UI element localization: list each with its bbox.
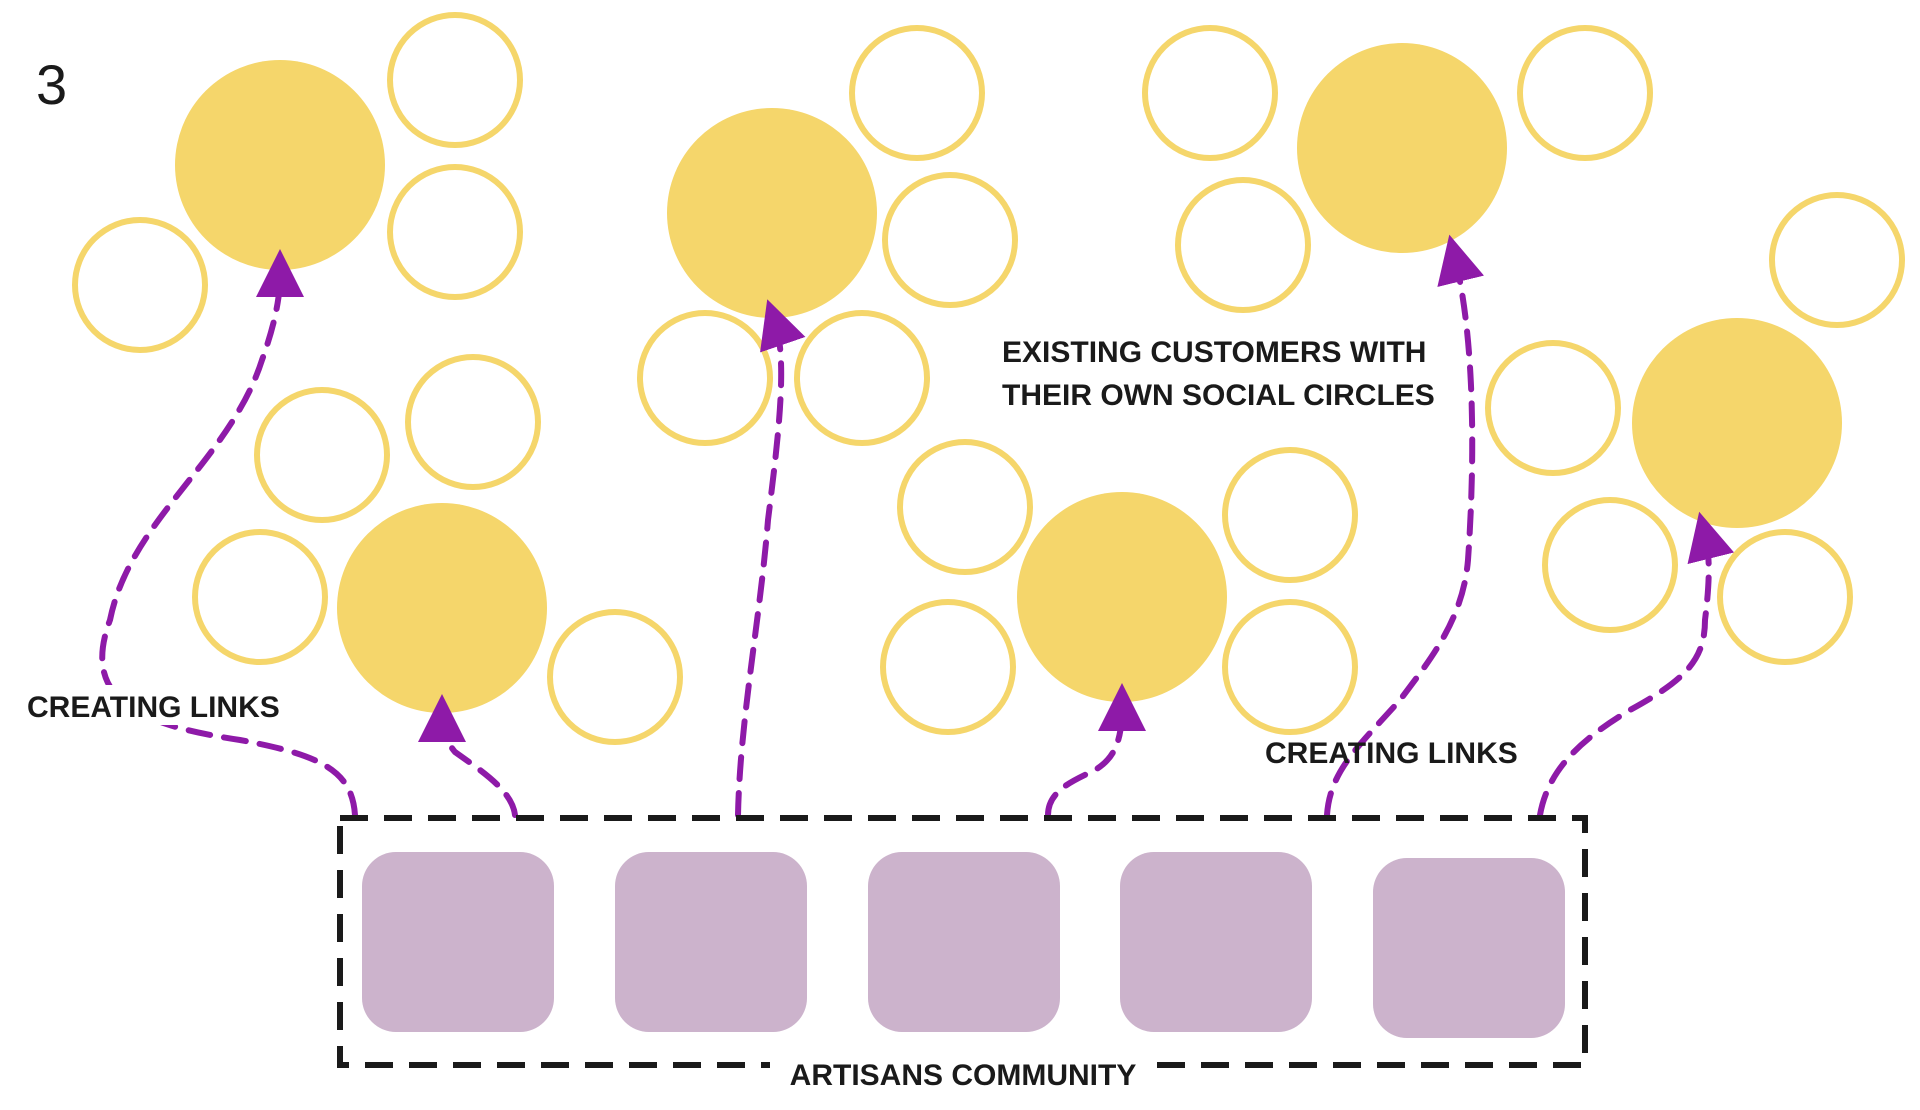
contact-circle xyxy=(882,172,1018,308)
artisan-box xyxy=(362,852,554,1032)
artisans-community xyxy=(337,815,1588,1068)
contact-circle xyxy=(1175,177,1311,313)
contact-circle xyxy=(547,609,683,745)
artisan-box xyxy=(868,852,1060,1032)
contact-circle xyxy=(192,529,328,665)
artisans-community-label-backing xyxy=(770,1048,1150,1088)
contact-circle xyxy=(794,310,930,446)
contact-circle xyxy=(1142,25,1278,161)
social-circle-group-1 xyxy=(72,12,523,353)
artisan-box xyxy=(1120,852,1312,1032)
customer-circle xyxy=(175,60,385,270)
creating-links-left-label: CREATING LINKS xyxy=(27,691,280,724)
contact-circle xyxy=(254,387,390,523)
link-arrow xyxy=(735,299,806,818)
link-arrow xyxy=(1537,511,1735,818)
link-arrow xyxy=(418,694,518,818)
artisan-box xyxy=(1373,858,1565,1038)
link-arrow xyxy=(99,249,358,818)
social-circle-group-5 xyxy=(880,439,1358,735)
customer-circle xyxy=(337,503,547,713)
contact-circle xyxy=(72,217,208,353)
contact-circle xyxy=(849,25,985,161)
social-circle-group-3 xyxy=(1142,25,1653,313)
link-arrow xyxy=(1324,234,1484,818)
contact-circle xyxy=(1222,599,1358,735)
customer-circle xyxy=(1297,43,1507,253)
customer-circle xyxy=(667,108,877,318)
existing-customers-label-line1: EXISTING CUSTOMERS WITH xyxy=(1002,336,1426,369)
social-circle-group-4 xyxy=(192,354,683,745)
social-circle-group-6 xyxy=(1485,192,1905,665)
creating-links-right-label: CREATING LINKS xyxy=(1265,737,1518,770)
figure-number: 3 xyxy=(36,53,68,116)
contact-circle xyxy=(387,164,523,300)
contact-circle xyxy=(1517,25,1653,161)
contact-circle xyxy=(1769,192,1905,328)
link-arrows xyxy=(99,234,1735,818)
existing-customers-label-line2: THEIR OWN SOCIAL CIRCLES xyxy=(1002,379,1435,412)
contact-circle xyxy=(880,599,1016,735)
social-circle-group-2 xyxy=(637,25,1018,446)
contact-circle xyxy=(1222,447,1358,583)
link-arrow xyxy=(1045,683,1146,818)
artisan-box xyxy=(615,852,807,1032)
contact-circle xyxy=(1542,497,1678,633)
customer-circle xyxy=(1017,492,1227,702)
contact-circle xyxy=(1717,529,1853,665)
contact-circle xyxy=(897,439,1033,575)
creating-links-left-backing xyxy=(22,685,292,725)
contact-circle xyxy=(637,310,773,446)
artisans-community-label: ARTISANS COMMUNITY xyxy=(790,1059,1137,1092)
contact-circle xyxy=(387,12,523,148)
contact-circle xyxy=(405,354,541,490)
contact-circle xyxy=(1485,340,1621,476)
customer-circle xyxy=(1632,318,1842,528)
